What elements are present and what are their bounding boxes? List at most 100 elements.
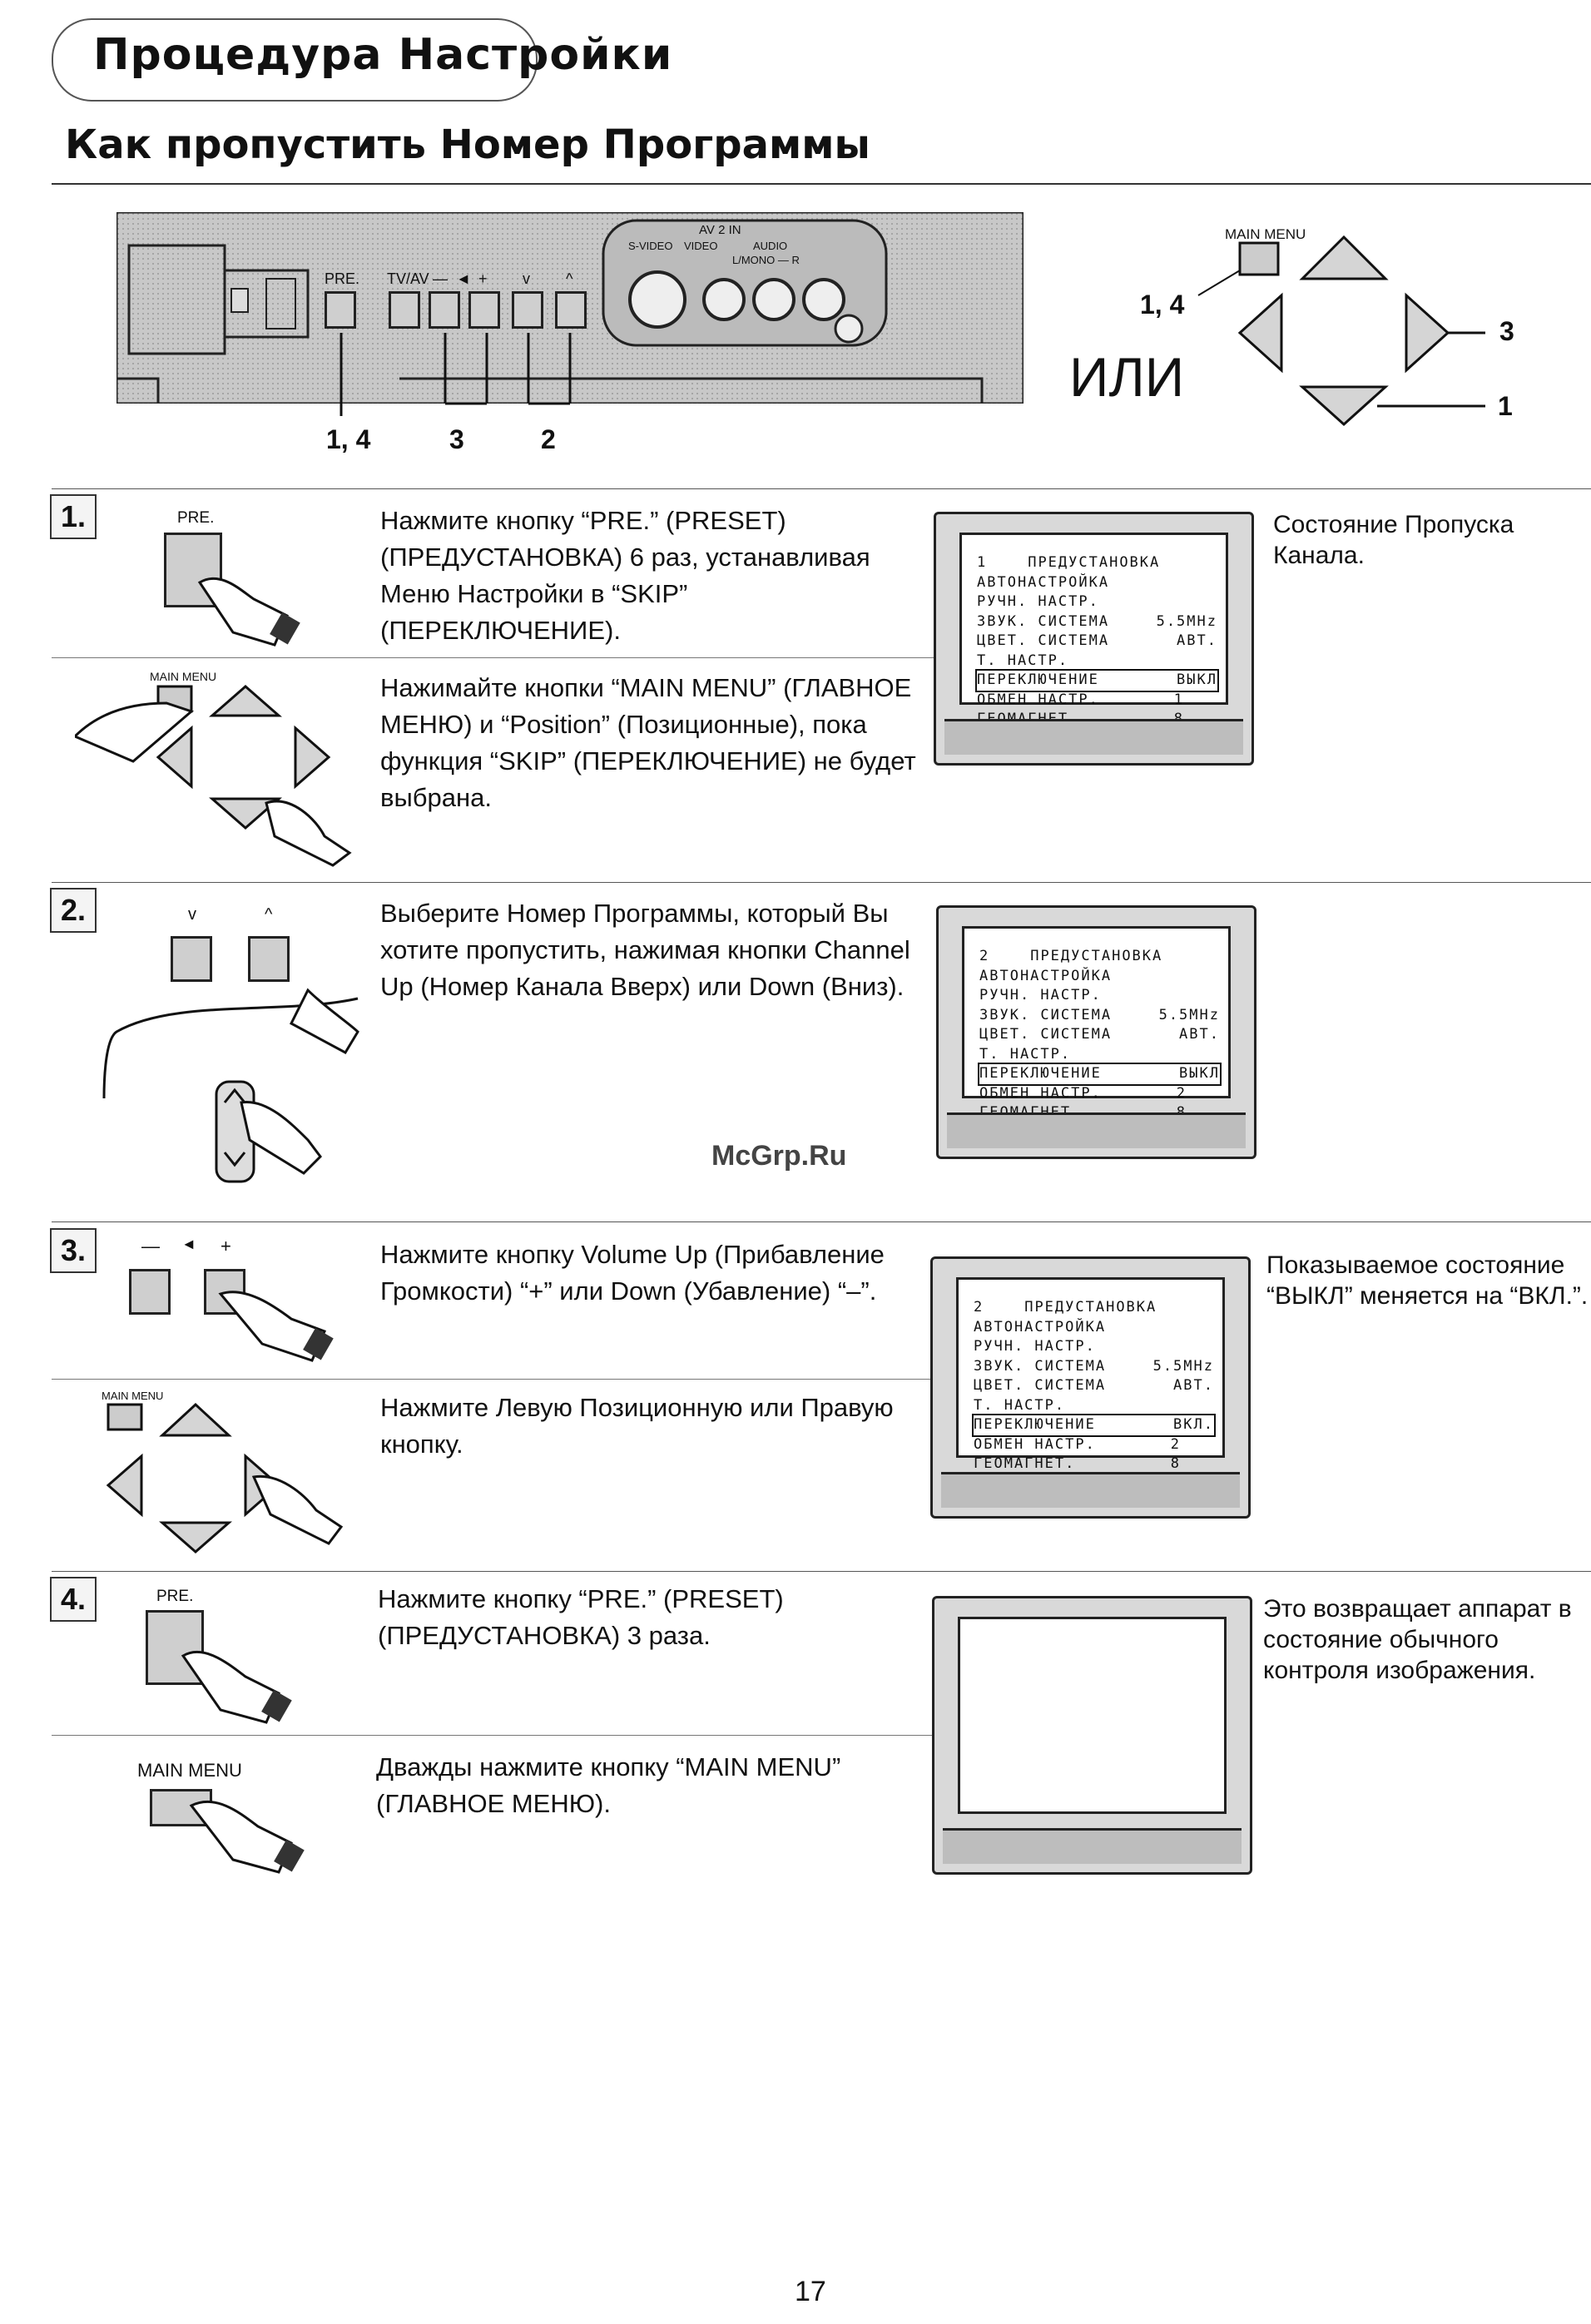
osd-row-label: ПЕРЕКЛЮЧЕНИЕ (979, 1065, 1102, 1082)
panel-callout-3: 3 (449, 424, 464, 454)
panel-channel-up-button[interactable] (555, 291, 587, 329)
osd-row-label: ГЕОМАГНЕТ. (974, 1455, 1076, 1472)
or-label: ИЛИ (1069, 346, 1185, 408)
osd-row-label: ЦВЕТ. СИСТЕМА (977, 632, 1110, 649)
panel-pre-button[interactable] (325, 291, 356, 329)
panel-channel-down-button[interactable] (512, 291, 543, 329)
step-2-instruction: Выберите Номер Программы, который Вы хот… (380, 899, 910, 1001)
osd-row-label: ОБМЕН НАСТР. (974, 1435, 1096, 1453)
panel-jack-audio: AUDIO (753, 240, 788, 252)
osd-row-label: АВТОНАСТРОЙКА (977, 573, 1110, 591)
step-1-instruction-b: Нажимайте кнопки “MAIN MENU” (ГЛАВНОЕ МЕ… (380, 673, 916, 812)
step-4-tv-screen (932, 1596, 1252, 1875)
panel-jack-lmono: L/MONO — R (732, 254, 800, 266)
remote-main-menu-label: MAIN MENU (1225, 226, 1306, 242)
osd-row-value: 5.5MHz (1158, 1006, 1220, 1023)
osd-row-value: АВТ. (1173, 1377, 1214, 1394)
hand-icon (218, 1291, 334, 1362)
osd-row-label: ПЕРЕКЛЮЧЕНИЕ (977, 671, 1099, 688)
panel-av-label: AV 2 IN (699, 223, 741, 237)
page-number: 17 (795, 2276, 826, 2307)
step-3-instruction-a: Нажмите кнопку Volume Up (Прибавление Гр… (380, 1240, 885, 1306)
osd-head: ПРЕДУСТАНОВКА (1028, 554, 1161, 571)
osd-row-value: ВЫКЛ (1179, 1065, 1220, 1082)
step-3-volume-down-button[interactable] (129, 1269, 171, 1315)
remote-callout-1: 1 (1498, 391, 1513, 421)
osd-row-label: ЗВУК. СИСТЕМА (979, 1006, 1113, 1023)
step-1-direction-pad (75, 685, 352, 867)
section-divider (52, 1221, 1591, 1222)
osd-selected-row: ПЕРЕКЛЮЧЕНИЕ ВЫКЛ (978, 1063, 1222, 1086)
section-divider (52, 488, 1591, 489)
osd-row-value: АВТ. (1177, 632, 1217, 649)
step-3-note: Показываемое состояние “ВЫКЛ” меняется н… (1266, 1251, 1589, 1310)
section-divider (52, 1571, 1591, 1572)
osd-row-label: АВТОНАСТРОЙКА (979, 967, 1113, 984)
step-3-inner-divider (52, 1379, 934, 1380)
watermark: McGrp.Ru (711, 1140, 847, 1172)
osd-row-label: Т. НАСТР. (974, 1396, 1066, 1414)
step-4-inner-divider (52, 1735, 934, 1736)
step-1-pre-label: PRE. (177, 509, 215, 527)
osd-row-value: ВКЛ. (1173, 1416, 1214, 1433)
osd-row-value: 8 (1170, 1455, 1181, 1472)
panel-jack-svideo: S-VIDEO (628, 240, 673, 252)
step-3-direction-pad (106, 1402, 344, 1553)
step-1-number: 1. (50, 494, 97, 539)
step-1-main-menu-label: MAIN MENU (150, 670, 217, 683)
osd-row-label: РУЧН. НАСТР. (977, 593, 1099, 610)
osd-row-label: ЦВЕТ. СИСТЕМА (979, 1026, 1113, 1043)
osd-row-label: АВТОНАСТРОЙКА (974, 1318, 1107, 1335)
panel-callout-2: 2 (541, 424, 556, 454)
panel-volume-down-button[interactable] (429, 291, 460, 329)
panel-tvav-button[interactable] (389, 291, 420, 329)
step-2-down-label: v (188, 905, 196, 924)
osd-head-number: 2 (974, 1299, 984, 1316)
title-frame (52, 18, 538, 102)
step-4-pre-label: PRE. (156, 1588, 194, 1605)
panel-label-tvav: TV/AV (387, 270, 429, 287)
osd-row-label: Т. НАСТР. (979, 1045, 1072, 1063)
step-4-note: Это возвращает аппарат в состояние обычн… (1263, 1595, 1572, 1684)
step-2-channel-up-button[interactable] (248, 936, 290, 982)
osd-row-value: 2 (1176, 1084, 1187, 1102)
step-3-main-menu-label: MAIN MENU (102, 1390, 164, 1402)
page-title: Процедура Настройки (93, 30, 673, 80)
osd-row-label: Т. НАСТР. (977, 652, 1069, 669)
step-4-number: 4. (50, 1577, 97, 1622)
panel-callout-lines (340, 333, 572, 416)
osd-row-label: ОБМЕН НАСТР. (979, 1084, 1102, 1102)
osd-row-label: ЗВУК. СИСТЕМА (977, 612, 1110, 630)
osd-row-value: 5.5MHz (1156, 612, 1217, 630)
osd-row-label: ОБМЕН НАСТР. (977, 691, 1099, 708)
osd-row-label: ПЕРЕКЛЮЧЕНИЕ (974, 1416, 1096, 1433)
osd-head-number: 2 (979, 948, 990, 964)
step-3-tv-screen: 2 ПРЕДУСТАНОВКА АВТОНАСТРОЙКА РУЧН. НАСТ… (930, 1256, 1251, 1519)
step-1-instruction-a: Нажмите кнопку “PRE.” (PRESET) (ПРЕДУСТА… (380, 506, 870, 645)
step-3-volume-label: ◄ (181, 1236, 196, 1252)
step-2-tv-screen: 2 ПРЕДУСТАНОВКА АВТОНАСТРОЙКА РУЧН. НАСТ… (936, 905, 1256, 1159)
osd-head: ПРЕДУСТАНОВКА (1030, 948, 1163, 964)
hand-icon (197, 577, 300, 647)
osd-row-value: 2 (1170, 1435, 1181, 1453)
osd-row-label: РУЧН. НАСТР. (974, 1338, 1096, 1355)
step-2-number: 2. (50, 888, 97, 933)
step-3-plus-label: + (221, 1236, 231, 1256)
osd-row-label: ЗВУК. СИСТЕМА (974, 1357, 1107, 1375)
panel-callout-14: 1, 4 (326, 424, 371, 454)
osd-row-value: 1 (1173, 691, 1184, 708)
step-1-note: Состояние Пропуска Канала. (1273, 511, 1514, 569)
panel-volume-up-button[interactable] (468, 291, 500, 329)
osd-row-label: ЦВЕТ. СИСТЕМА (974, 1377, 1107, 1394)
step-4-instruction-b: Дважды нажмите кнопку “MAIN MENU” (ГЛАВН… (376, 1752, 841, 1818)
step-2-channel-down-button[interactable] (171, 936, 212, 982)
step-1-inner-divider (52, 657, 934, 658)
hand-icon (181, 1650, 292, 1724)
panel-jack-video: VIDEO (684, 240, 718, 252)
panel-label-minus: — (433, 270, 448, 287)
panel-label-down: v (523, 270, 530, 287)
step-4-instruction-a: Нажмите кнопку “PRE.” (PRESET) (ПРЕДУСТА… (378, 1584, 784, 1650)
panel-label-pre: PRE. (325, 270, 360, 287)
osd-head: ПРЕДУСТАНОВКА (1024, 1299, 1157, 1316)
panel-label-up: ^ (566, 270, 573, 287)
